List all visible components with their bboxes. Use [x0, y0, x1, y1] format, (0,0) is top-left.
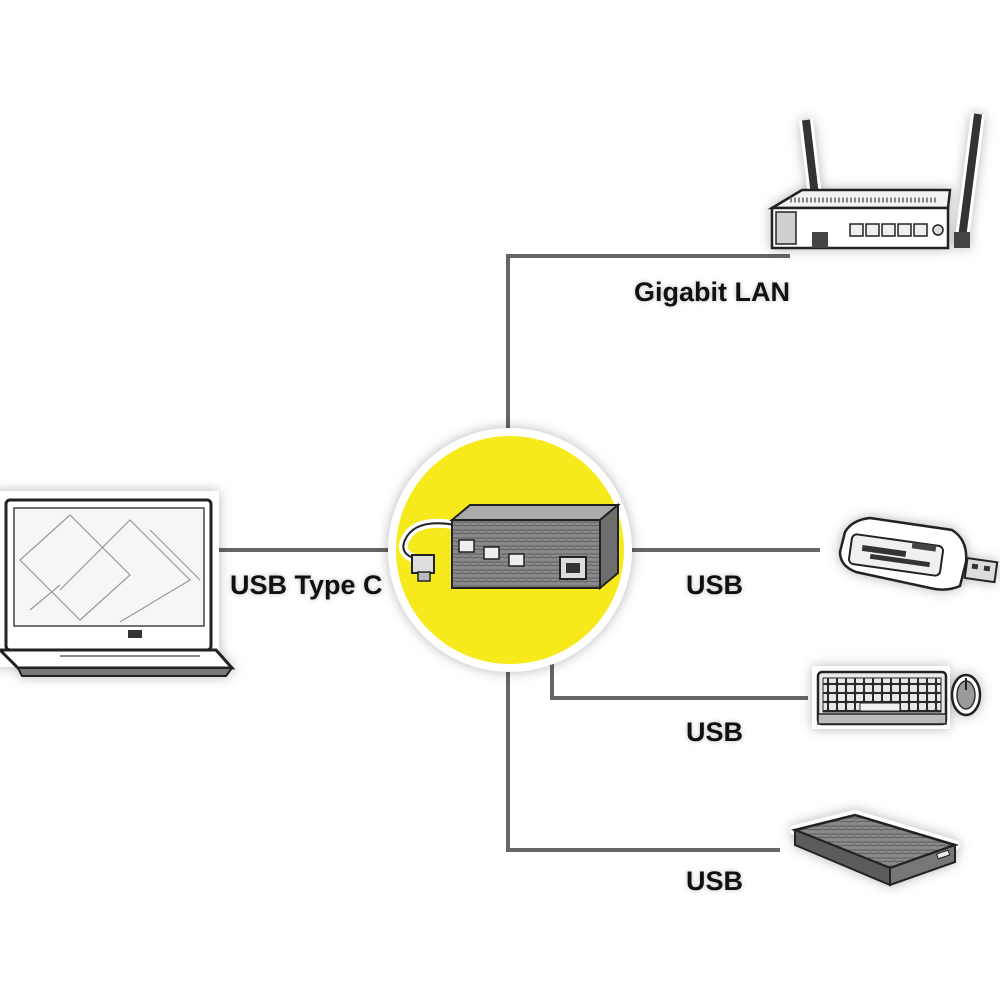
external-drive-icon: [790, 810, 960, 887]
connection-lines: [216, 254, 820, 852]
card-reader-icon: [838, 516, 999, 591]
label-laptop-usb-type-c: USB Type C: [230, 570, 383, 600]
line-router: [506, 254, 790, 432]
label-card-reader-usb: USB: [686, 570, 744, 600]
laptop-icon: [0, 491, 236, 677]
line-keyboard: [550, 660, 808, 700]
usb-hub-icon: [398, 502, 621, 591]
label-keyboard-usb: USB: [686, 717, 744, 747]
label-router-gigabit-lan: Gigabit LAN: [634, 277, 790, 307]
line-drive: [506, 668, 780, 852]
label-drive-usb: USB: [686, 866, 744, 896]
router-icon: [767, 113, 985, 250]
keyboard-mouse-icon: [812, 666, 982, 729]
